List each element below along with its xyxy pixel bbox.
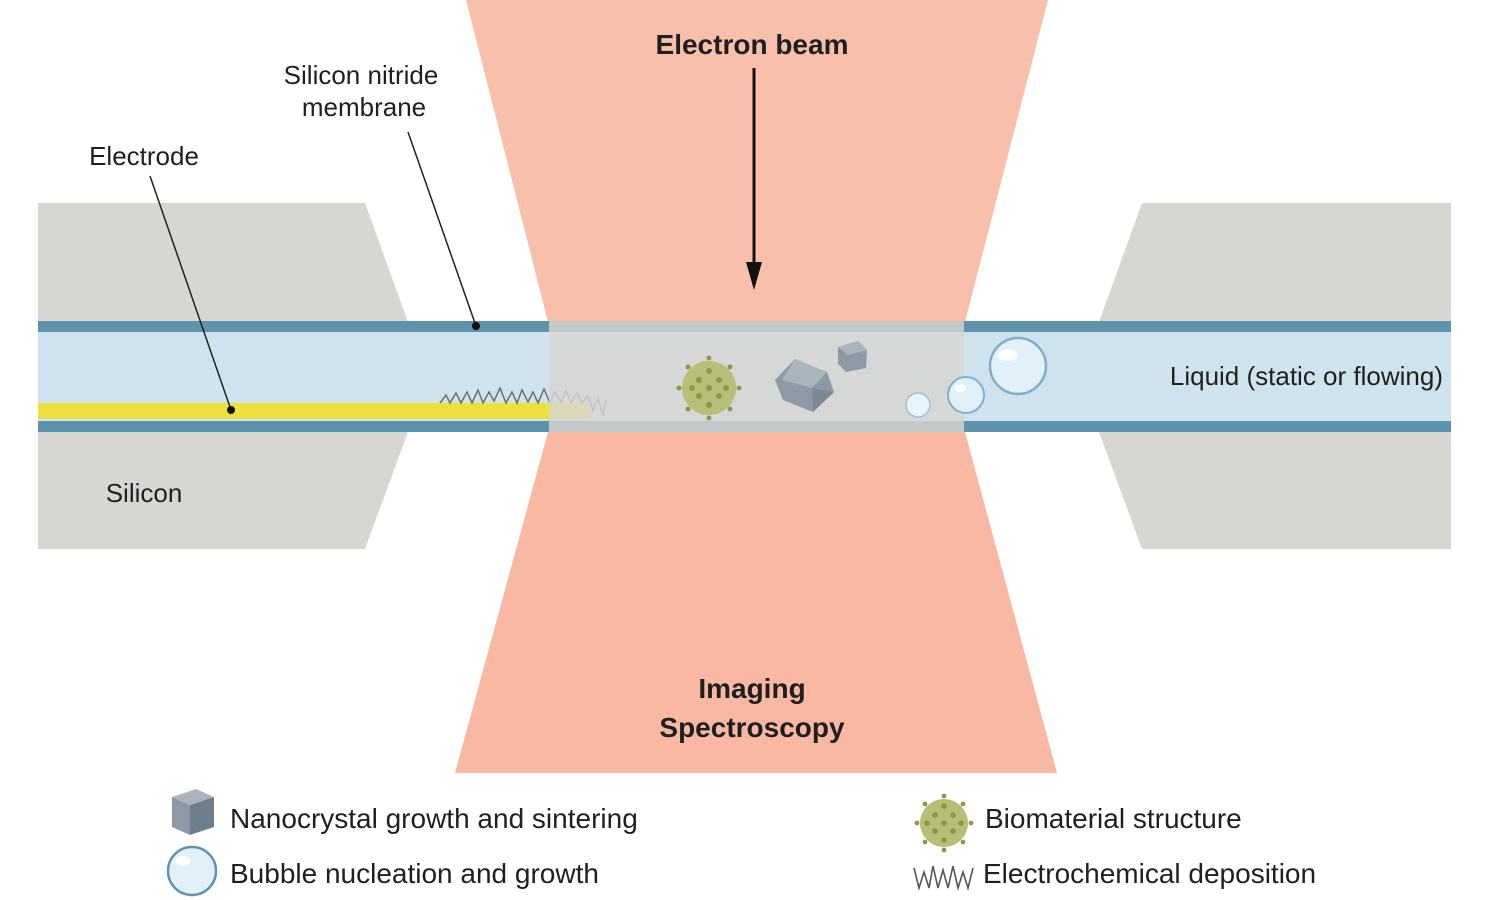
liquid-label: Liquid (static or flowing) xyxy=(1170,361,1443,391)
membrane-leader-line xyxy=(407,131,477,327)
electron-beam-cone-lower xyxy=(455,432,1057,773)
nanocrystal-large xyxy=(775,359,834,412)
beam-arrow-head xyxy=(746,262,762,290)
bubble-icon xyxy=(166,845,218,897)
electron-beam-label: Electron beam xyxy=(656,29,849,60)
bubble-medium xyxy=(947,376,985,414)
cube-icon xyxy=(172,789,214,835)
legend-nanocrystal: Nanocrystal growth and sintering xyxy=(230,803,638,834)
bubble-small xyxy=(905,392,931,418)
silicon-block-right xyxy=(1099,203,1451,322)
silicon-block-left-lower xyxy=(38,432,408,549)
silicon-nitride-label-line2: membrane xyxy=(302,92,426,122)
silicon-nitride-label-line1: Silicon nitride xyxy=(284,60,439,90)
spectroscopy-label: Spectroscopy xyxy=(659,712,845,743)
electrode-leader-line xyxy=(149,175,232,411)
viewing-window xyxy=(549,321,964,432)
membrane-leader-dot xyxy=(472,322,480,330)
bubble-large xyxy=(988,336,1048,396)
nanocrystal-small xyxy=(838,341,867,372)
silicon-label: Silicon xyxy=(106,478,183,508)
biomaterial-particle xyxy=(676,355,742,421)
electrode-label: Electrode xyxy=(89,141,199,171)
electron-beam-cone-upper xyxy=(466,0,1048,322)
electrode-strip xyxy=(38,403,588,419)
zigzag-deposit-icon xyxy=(913,865,974,892)
silicon-block-right-lower xyxy=(1099,432,1451,549)
legend: Nanocrystal growth and sintering Bubble … xyxy=(166,789,1316,897)
electrode-leader-dot xyxy=(227,406,235,414)
legend-bubble: Bubble nucleation and growth xyxy=(230,858,599,889)
legend-biomaterial: Biomaterial structure xyxy=(985,803,1242,834)
imaging-label: Imaging xyxy=(698,673,805,704)
silicon-block-left xyxy=(38,203,408,322)
virus-particle-icon xyxy=(914,793,974,853)
legend-electrochemical: Electrochemical deposition xyxy=(983,858,1316,889)
